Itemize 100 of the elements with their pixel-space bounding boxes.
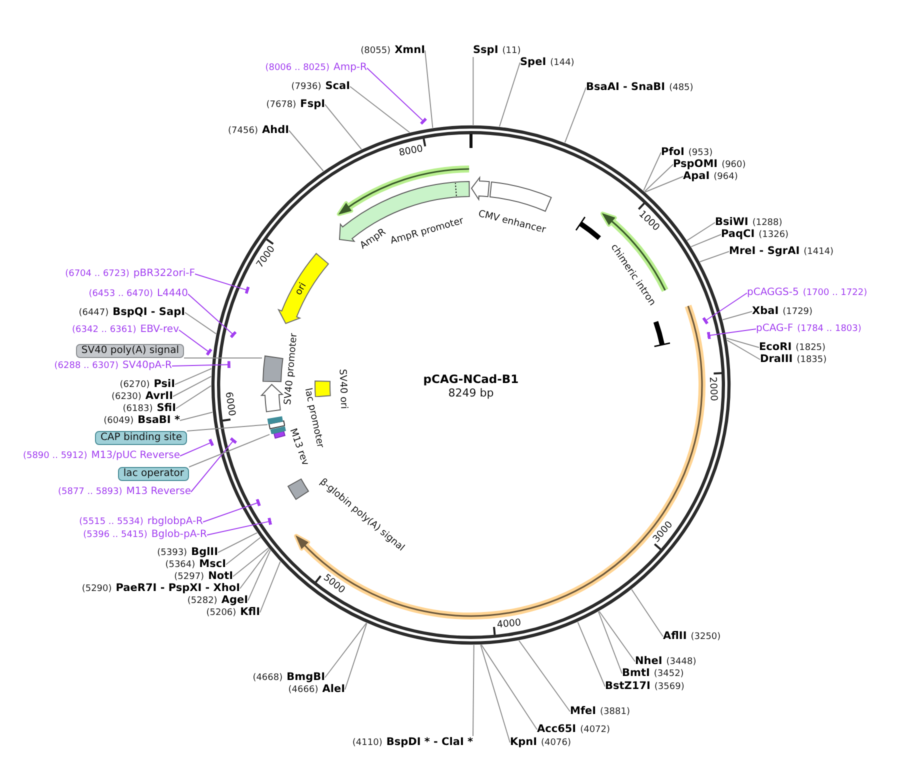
feature-box [262, 355, 284, 383]
primer-name: rbglobpA-R [147, 516, 203, 528]
leader-line [180, 438, 214, 456]
leader-line [188, 434, 270, 468]
cut-site-position: (3250) [690, 631, 721, 643]
leader-line [260, 561, 281, 613]
enzyme-name: DraIII [760, 353, 793, 365]
enzyme-name: NheI [635, 655, 662, 667]
leader-line [186, 424, 268, 432]
feature-tag: SV40 poly(A) signal [76, 344, 184, 358]
leader-line [184, 312, 217, 334]
cut-site-position: (1414) [804, 246, 834, 258]
enzyme-name: ScaI [325, 80, 350, 92]
cut-site-position: (6049) [104, 415, 134, 427]
leader-line [176, 385, 212, 409]
leader-line [324, 104, 362, 150]
enzyme-name: PspOMI [673, 158, 718, 170]
leader-line [202, 498, 261, 522]
leader-line [726, 338, 760, 348]
cut-site-position: (960) [722, 159, 746, 171]
cut-site-position: (7936) [291, 81, 322, 93]
cut-site-position: (4072) [580, 724, 610, 736]
cut-site-position: (5290) [82, 583, 112, 595]
cut-site-position: (6270) [120, 379, 150, 391]
cut-site-position: (4110) [352, 737, 382, 749]
cut-site-position: (485) [669, 82, 694, 94]
primer-name: L4440 [156, 288, 188, 300]
primer-name: Bglob-pA-R [151, 529, 207, 541]
leader-line [726, 340, 760, 360]
feature-label: SV40 ori [336, 369, 350, 410]
enzyme-name: PfoI [661, 146, 684, 158]
feature-tag: lac operator [118, 467, 189, 481]
enzyme-name: AflII [663, 630, 687, 642]
feature-label: SV40 promoter [282, 333, 300, 406]
enzyme-name: XmnI [394, 44, 425, 56]
enzyme-name: BstZ17I [605, 680, 650, 692]
enzyme-name: SfiI [156, 402, 176, 414]
enzyme-name: AleI [322, 683, 345, 695]
tick-label: 2000 [706, 376, 720, 402]
cut-site-position: (1288) [752, 217, 782, 229]
primer-location: (6704 .. 6723) [65, 268, 130, 280]
tick-label: 4000 [496, 617, 522, 631]
primer-location: (6453 .. 6470) [88, 288, 153, 300]
enzyme-name: MscI [199, 558, 226, 570]
leader-line [498, 62, 520, 128]
leader-line [172, 376, 212, 397]
leader-line [180, 412, 213, 421]
leader-line [194, 274, 250, 296]
primer-location: (5396 .. 5415) [83, 529, 148, 541]
enzyme-name: PaqCI [721, 228, 755, 240]
enzyme-name: AgeI [221, 594, 248, 606]
leader-line [424, 50, 434, 128]
leader-line [366, 68, 428, 126]
leader-line [472, 56, 474, 126]
tick-label: 6000 [222, 391, 237, 417]
leader-line [190, 436, 238, 492]
cut-site-position: (3881) [600, 706, 630, 718]
enzyme-name: PaeR7I - PspXI - XhoI [116, 582, 240, 594]
leader-line [206, 516, 272, 536]
leader-line [174, 368, 212, 385]
primer-location: (5890 .. 5912) [22, 450, 88, 462]
enzyme-name: BsaBI * [138, 414, 180, 426]
leader-line [644, 176, 684, 192]
leader-line [643, 152, 662, 192]
leader-line [702, 292, 748, 326]
enzyme-name: SspI [473, 44, 498, 56]
enzyme-name: BmtI [622, 667, 650, 679]
feature-label: ori [293, 280, 310, 298]
primer-location: (1700 .. 1722) [802, 287, 868, 299]
leader-line [631, 588, 664, 637]
leader-line [232, 548, 269, 577]
primer-name: EBV-rev [140, 324, 179, 336]
leader-line [324, 622, 367, 678]
leader-line [218, 532, 258, 553]
cut-site-position: (964) [714, 171, 738, 183]
leader-line [350, 86, 410, 133]
cut-site-position: (144) [550, 57, 574, 69]
cut-site-position: (1825) [796, 342, 826, 354]
cut-site-position: (4076) [541, 737, 571, 749]
enzyme-name: MreI - SgrAI [729, 245, 800, 257]
cut-site-position: (6447) [78, 307, 109, 319]
cut-site-position: (5297) [174, 571, 204, 583]
primer-name: Amp-R [334, 62, 367, 74]
leader-line [577, 622, 606, 687]
tick-label: 8000 [398, 143, 424, 158]
cut-site-position: (5206) [206, 607, 236, 619]
feature-bar [267, 416, 284, 425]
map-title: pCAG-NCad-B1 [423, 372, 519, 386]
cut-site-position: (3569) [654, 681, 684, 693]
cut-site-position: (6230) [111, 391, 142, 403]
leader-line [644, 164, 674, 192]
cut-site-position: (953) [688, 147, 713, 159]
cut-site-position: (3452) [654, 668, 684, 680]
enzyme-name: PsiI [154, 378, 175, 390]
cut-site-position: (6183) [122, 403, 153, 415]
enzyme-name: BmgBI [286, 671, 325, 683]
cut-site-position: (4666) [288, 684, 318, 696]
primer-name: SV40pA-R [122, 360, 172, 372]
enzyme-name: MfeI [570, 705, 596, 717]
leader-line [564, 87, 586, 144]
